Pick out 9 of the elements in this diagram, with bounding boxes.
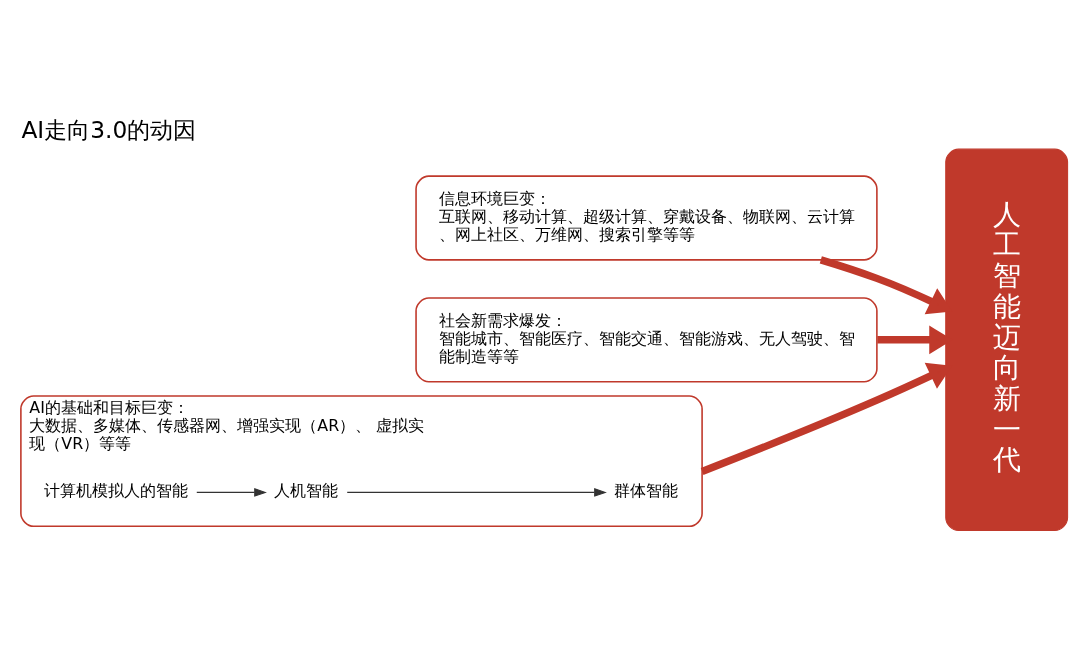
- arrow: [196, 487, 267, 497]
- node-text: 计算机模拟人的智能: [44, 481, 189, 501]
- node-text: 人机智能: [274, 481, 339, 501]
- node-text: 群体智能: [614, 481, 679, 501]
- diagram-title: AI走向3.0的动因: [21, 116, 197, 144]
- node-box: 信息环境巨变： 互联网、移动计算、超级计算、穿戴设备、物联网、云计算、网上社区、万维网、搜索引擎等等: [415, 175, 878, 261]
- node-box: 社会新需求爆发： 智能城市、智能医疗、智能交通、智能游戏、无人驾驶、智能制造等等: [415, 297, 878, 383]
- arrow: [346, 487, 607, 497]
- node-box: 人工智能迈向新一代: [945, 148, 1069, 532]
